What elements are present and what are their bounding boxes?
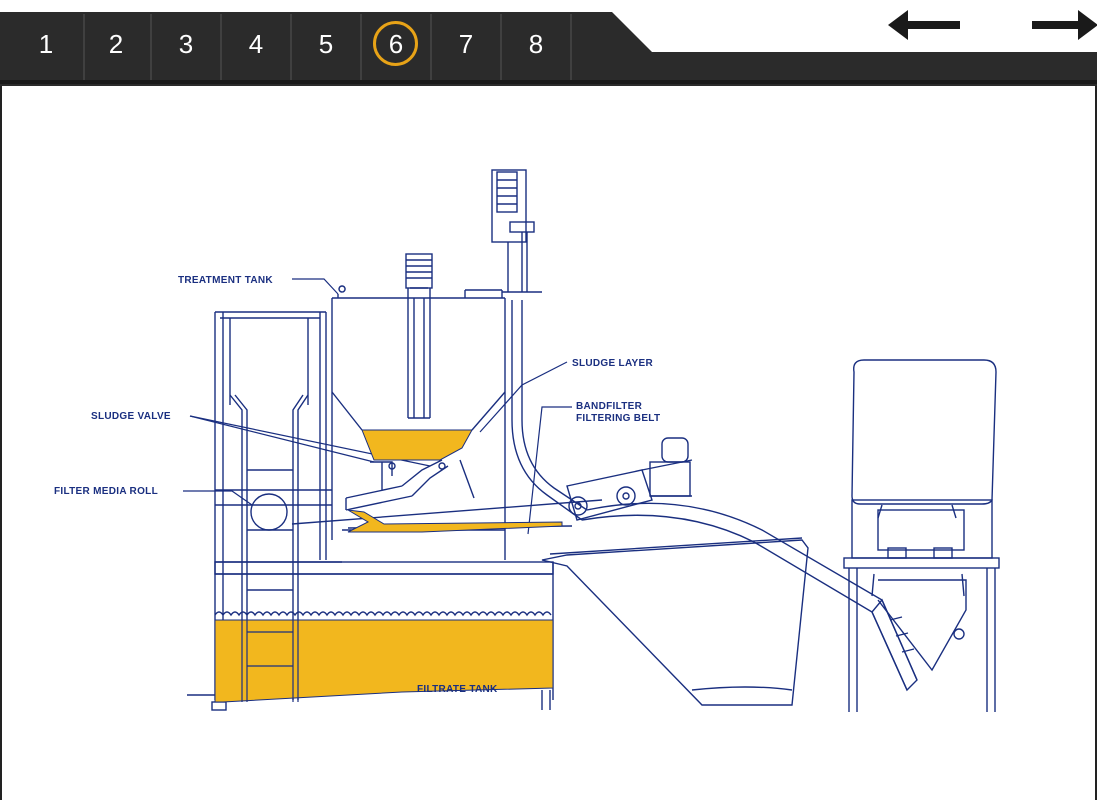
bandfilter-unit — [566, 437, 693, 521]
label-filtering-belt: FILTERING BELT — [576, 413, 660, 424]
mixer-motor — [405, 253, 433, 419]
step-2-button[interactable]: 2 — [108, 28, 124, 59]
sludge-outlet-fill — [347, 509, 563, 533]
step-navigation-bar: 1 2 3 4 5 6 7 8 — [0, 0, 1097, 86]
label-filter-media-roll: FILTER MEDIA ROLL — [54, 486, 158, 497]
label-sludge-layer: SLUDGE LAYER — [572, 358, 654, 369]
screw-conveyor — [581, 502, 918, 692]
arrow-left-icon — [888, 10, 960, 40]
sludge-piping — [291, 459, 603, 529]
step-3-button[interactable]: 3 — [178, 28, 194, 59]
sludge-hopper — [541, 537, 809, 706]
filter-media-roll — [250, 493, 288, 531]
nav-bar-background — [0, 12, 1097, 86]
arrow-right-icon — [1032, 10, 1097, 40]
content-area: TREATMENT TANK SLUDGE LAYER SLUDGE VALVE… — [0, 86, 1097, 800]
filtrate-fill — [214, 619, 554, 703]
pump-column — [491, 169, 588, 521]
sludge-layer-fill — [361, 429, 473, 461]
label-treatment-tank: TREATMENT TANK — [178, 275, 273, 286]
label-sludge-valve: SLUDGE VALVE — [91, 411, 171, 422]
label-bandfilter: BANDFILTER — [576, 401, 643, 412]
step-4-button[interactable]: 4 — [248, 28, 264, 59]
step-8-button[interactable]: 8 — [528, 28, 544, 59]
next-button[interactable] — [1026, 8, 1097, 42]
step-1-button[interactable]: 1 — [38, 28, 54, 59]
step-7-button[interactable]: 7 — [458, 28, 474, 59]
bandfilter-system-diagram: TREATMENT TANK SLUDGE LAYER SLUDGE VALVE… — [54, 169, 1000, 712]
step-5-button[interactable]: 5 — [318, 28, 334, 59]
label-filtrate-tank: FILTRATE TANK — [417, 684, 498, 695]
big-bag-station — [843, 359, 1000, 712]
step-6-button-active[interactable]: 6 — [368, 14, 424, 74]
prev-button[interactable] — [888, 8, 962, 42]
highlight-regions — [214, 429, 563, 703]
